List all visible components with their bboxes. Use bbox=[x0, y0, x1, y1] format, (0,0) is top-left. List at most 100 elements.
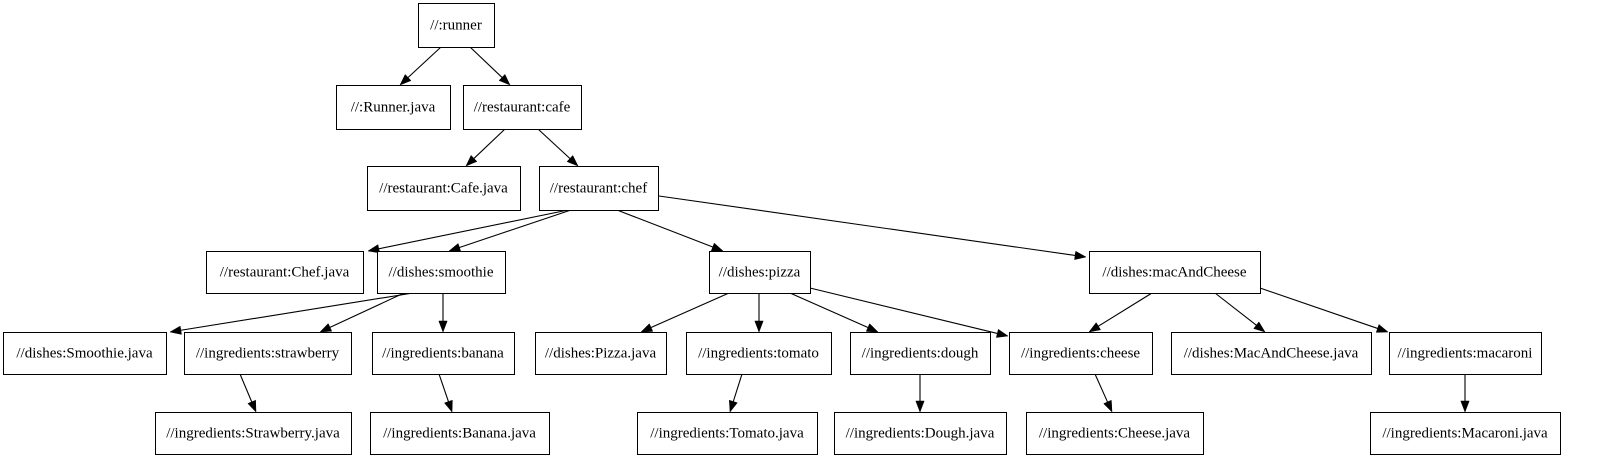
graph-edge bbox=[469, 46, 511, 86]
node-box[interactable] bbox=[463, 85, 582, 130]
graph-edge bbox=[319, 292, 405, 333]
edge-arrowhead bbox=[247, 399, 257, 413]
graph-node-ing_tomato[interactable]: //ingredients:tomato bbox=[686, 332, 832, 375]
graph-edge bbox=[169, 292, 414, 335]
edge-arrowhead bbox=[1375, 324, 1389, 333]
node-label: //restaurant:Chef.java bbox=[220, 264, 350, 280]
graph-node-banana_java[interactable]: //ingredients:Banana.java bbox=[370, 412, 550, 455]
edge-arrowhead bbox=[710, 242, 724, 252]
node-box[interactable] bbox=[372, 332, 515, 375]
edge-line bbox=[407, 46, 442, 78]
graph-node-mac_java[interactable]: //dishes:MacAndCheese.java bbox=[1171, 332, 1372, 375]
node-box[interactable] bbox=[850, 332, 991, 375]
graph-edge bbox=[616, 209, 724, 252]
edge-arrowhead bbox=[399, 74, 412, 86]
edge-arrowhead bbox=[1074, 250, 1087, 260]
graph-node-restaurant_chef[interactable]: //restaurant:chef bbox=[539, 166, 659, 211]
node-box[interactable] bbox=[377, 251, 506, 294]
node-box[interactable] bbox=[686, 332, 832, 375]
graph-edge bbox=[789, 292, 879, 333]
edge-arrowhead bbox=[865, 323, 879, 333]
graph-node-macaroni_java[interactable]: //ingredients:Macaroni.java bbox=[1370, 412, 1561, 455]
node-box[interactable] bbox=[3, 332, 167, 375]
node-box[interactable] bbox=[1009, 332, 1153, 375]
node-box[interactable] bbox=[184, 332, 352, 375]
graph-node-ing_cheese[interactable]: //ingredients:cheese bbox=[1009, 332, 1153, 375]
edge-line bbox=[650, 292, 730, 329]
edge-line bbox=[438, 373, 449, 402]
graph-node-chef_java[interactable]: //restaurant:Chef.java bbox=[206, 251, 364, 294]
node-box[interactable] bbox=[1370, 412, 1561, 455]
node-box[interactable] bbox=[336, 85, 451, 130]
node-box[interactable] bbox=[370, 412, 550, 455]
edge-line bbox=[1098, 292, 1153, 327]
node-box[interactable] bbox=[1171, 332, 1372, 375]
graph-node-ing_dough[interactable]: //ingredients:dough bbox=[850, 332, 991, 375]
graph-edge bbox=[1259, 287, 1389, 333]
edge-arrowhead bbox=[566, 155, 579, 167]
node-box[interactable] bbox=[535, 332, 667, 375]
graph-node-restaurant_cafe[interactable]: //restaurant:cafe bbox=[463, 85, 582, 130]
node-label: //ingredients:tomato bbox=[698, 345, 819, 361]
node-label: //ingredients:Macaroni.java bbox=[1382, 425, 1548, 441]
node-box[interactable] bbox=[709, 251, 811, 294]
node-box[interactable] bbox=[206, 251, 364, 294]
node-label: //dishes:MacAndCheese.java bbox=[1184, 345, 1359, 361]
node-label: //restaurant:chef bbox=[550, 180, 647, 196]
node-label: //dishes:Pizza.java bbox=[545, 345, 657, 361]
node-box[interactable] bbox=[637, 412, 818, 455]
graph-node-ing_strawberry[interactable]: //ingredients:strawberry bbox=[184, 332, 352, 375]
edge-arrowhead bbox=[1088, 322, 1101, 333]
node-box[interactable] bbox=[1389, 332, 1542, 375]
node-box[interactable] bbox=[834, 412, 1007, 455]
edge-line bbox=[378, 209, 569, 250]
node-label: //dishes:Smoothie.java bbox=[16, 345, 153, 361]
graph-edge bbox=[367, 209, 569, 254]
edge-arrowhead bbox=[169, 325, 182, 335]
graph-node-ing_banana[interactable]: //ingredients:banana bbox=[372, 332, 515, 375]
graph-node-smoothie_java[interactable]: //dishes:Smoothie.java bbox=[3, 332, 167, 375]
graph-node-cafe_java[interactable]: //restaurant:Cafe.java bbox=[367, 166, 521, 211]
edge-line bbox=[809, 287, 998, 334]
edge-arrowhead bbox=[438, 320, 448, 333]
node-label: //ingredients:strawberry bbox=[196, 345, 340, 361]
node-box[interactable] bbox=[367, 166, 521, 211]
node-box[interactable] bbox=[418, 3, 495, 48]
edge-line bbox=[469, 46, 503, 78]
graph-node-dough_java[interactable]: //ingredients:Dough.java bbox=[834, 412, 1007, 455]
node-box[interactable] bbox=[1026, 412, 1204, 455]
node-box[interactable] bbox=[1089, 251, 1261, 294]
node-label: //ingredients:Banana.java bbox=[383, 425, 536, 441]
edge-line bbox=[1214, 292, 1257, 326]
graph-edge bbox=[537, 128, 579, 167]
edge-line bbox=[239, 373, 253, 403]
node-box[interactable] bbox=[539, 166, 659, 211]
node-label: //dishes:smoothie bbox=[389, 264, 494, 280]
node-label: //ingredients:banana bbox=[382, 345, 504, 361]
edge-arrowhead bbox=[465, 154, 478, 167]
edge-arrowhead bbox=[1460, 400, 1470, 413]
graph-node-dishes_smoothie[interactable]: //dishes:smoothie bbox=[377, 251, 506, 294]
graph-edge bbox=[729, 373, 743, 413]
node-label: //ingredients:Cheese.java bbox=[1039, 425, 1191, 441]
node-box[interactable] bbox=[155, 412, 352, 455]
graph-edge bbox=[399, 46, 442, 86]
edge-arrowhead bbox=[754, 320, 764, 333]
edge-arrowhead bbox=[729, 399, 738, 413]
edge-arrowhead bbox=[915, 400, 925, 413]
graph-node-runner_java[interactable]: //:Runner.java bbox=[336, 85, 451, 130]
graph-node-dishes_pizza[interactable]: //dishes:pizza bbox=[709, 251, 811, 294]
node-label: //restaurant:Cafe.java bbox=[379, 180, 508, 196]
graph-node-cheese_java[interactable]: //ingredients:Cheese.java bbox=[1026, 412, 1204, 455]
graph-node-dishes_mac[interactable]: //dishes:macAndCheese bbox=[1089, 251, 1261, 294]
graph-node-strawberry_java[interactable]: //ingredients:Strawberry.java bbox=[155, 412, 352, 455]
edge-arrowhead bbox=[444, 399, 453, 413]
graph-node-pizza_java[interactable]: //dishes:Pizza.java bbox=[535, 332, 667, 375]
graph-node-runner[interactable]: //:runner bbox=[418, 3, 495, 48]
graph-node-ing_macaroni[interactable]: //ingredients:macaroni bbox=[1389, 332, 1542, 375]
node-label: //ingredients:Strawberry.java bbox=[166, 425, 340, 441]
graph-edge bbox=[809, 287, 1009, 338]
graph-node-tomato_java[interactable]: //ingredients:Tomato.java bbox=[637, 412, 818, 455]
